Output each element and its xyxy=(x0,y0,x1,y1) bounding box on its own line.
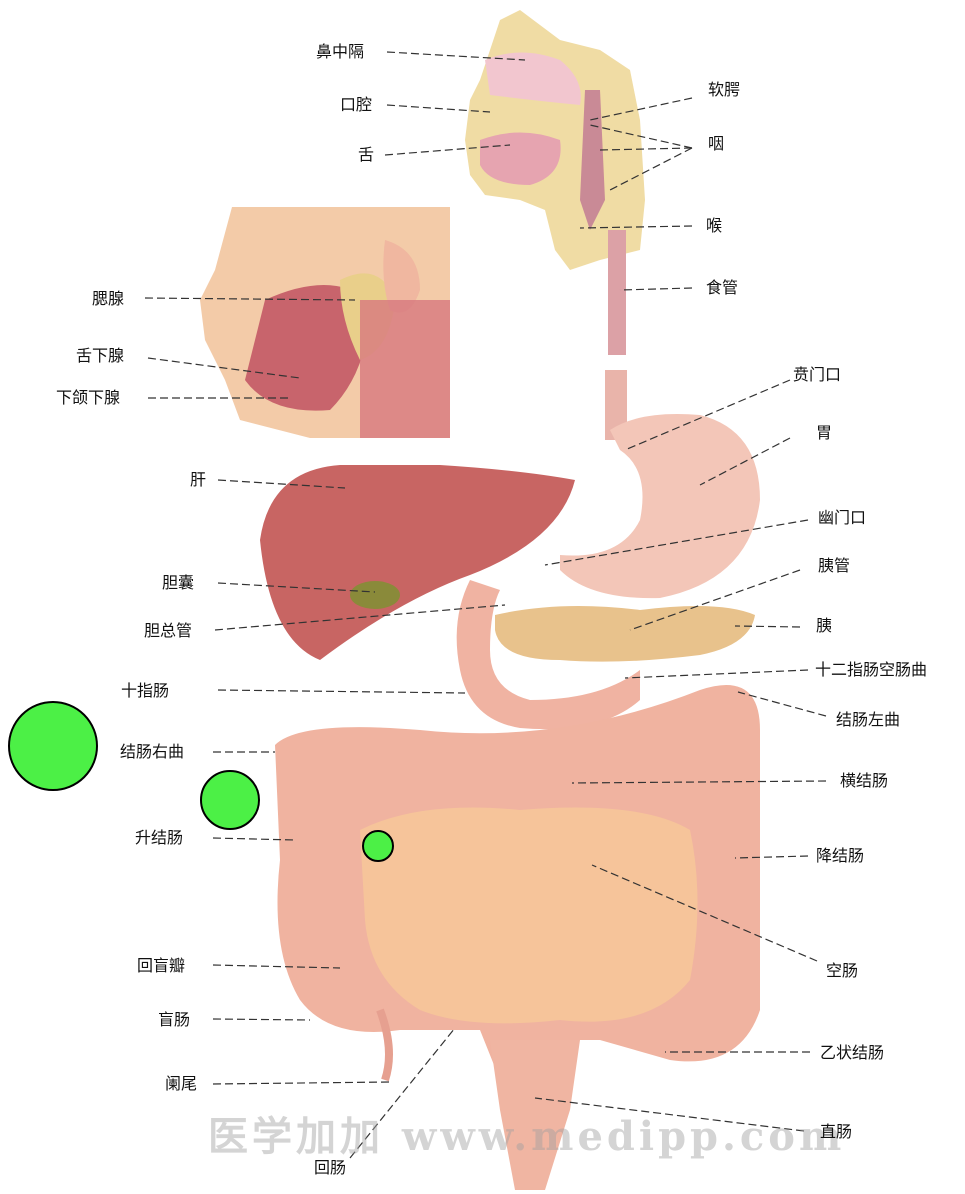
green-marker-medium[interactable] xyxy=(200,770,260,830)
label-left-colic-flexure: 结肠左曲 xyxy=(836,710,900,730)
label-soft-palate: 软腭 xyxy=(708,80,740,100)
label-stomach: 胃 xyxy=(816,423,832,443)
label-cecum: 盲肠 xyxy=(158,1010,190,1030)
label-larynx: 喉 xyxy=(706,216,722,236)
label-pancreatic-duct: 胰管 xyxy=(818,556,850,576)
head-section xyxy=(465,10,645,355)
label-transverse-colon: 横结肠 xyxy=(840,771,888,791)
label-pancreas: 胰 xyxy=(816,616,832,636)
label-descending-colon: 降结肠 xyxy=(816,846,864,866)
label-esophagus: 食管 xyxy=(706,278,738,298)
label-cardia: 贲门口 xyxy=(793,365,841,385)
gallbladder-shape xyxy=(350,581,400,609)
label-pylorus: 幽门口 xyxy=(818,508,866,528)
label-rectum: 直肠 xyxy=(820,1122,852,1142)
label-right-colic-flexure: 结肠右曲 xyxy=(120,742,184,762)
label-sublingual-gland: 舌下腺 xyxy=(76,346,124,366)
green-marker-small[interactable] xyxy=(362,830,394,862)
label-parotid-gland: 腮腺 xyxy=(92,289,124,309)
stomach-shape xyxy=(560,414,760,598)
label-jejunum: 空肠 xyxy=(826,961,858,981)
label-liver: 肝 xyxy=(190,470,206,490)
appendix-shape xyxy=(380,1010,389,1080)
watermark-text: 医学加加 www.medipp.com xyxy=(208,1104,845,1162)
pancreas-shape xyxy=(495,606,755,662)
label-tongue: 舌 xyxy=(358,145,374,165)
label-common-bile-duct: 胆总管 xyxy=(144,621,192,641)
label-duodenum: 十指肠 xyxy=(121,681,169,701)
label-ileum: 回肠 xyxy=(314,1158,346,1178)
label-appendix: 阑尾 xyxy=(165,1074,197,1094)
small-intestine-shape xyxy=(360,808,698,1024)
label-duodenojejunal-flexure: 十二指肠空肠曲 xyxy=(815,660,927,680)
label-ascending-colon: 升结肠 xyxy=(135,828,183,848)
label-oral-cavity: 口腔 xyxy=(340,95,372,115)
label-submandibular-gland: 下颌下腺 xyxy=(56,388,120,408)
green-marker-large[interactable] xyxy=(8,701,98,791)
label-sigmoid-colon: 乙状结肠 xyxy=(820,1043,884,1063)
label-gallbladder: 胆囊 xyxy=(162,573,194,593)
label-ileocecal-valve: 回盲瓣 xyxy=(137,956,185,976)
label-pharynx: 咽 xyxy=(708,134,724,154)
label-nasal-septum: 鼻中隔 xyxy=(316,42,364,62)
face-panel xyxy=(200,207,450,438)
